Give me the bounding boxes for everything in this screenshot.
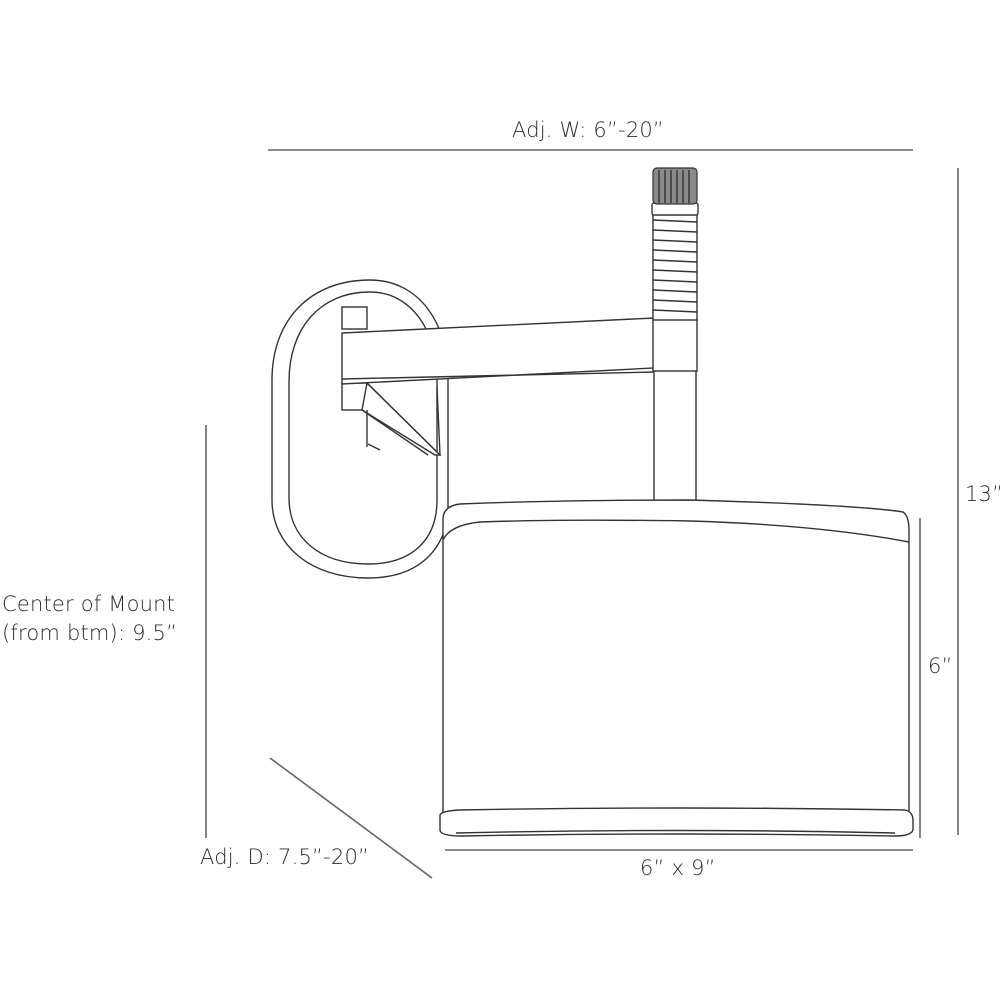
knurled-finial bbox=[652, 167, 698, 205]
depth-label: Adj. D: 7.5”-20” bbox=[200, 845, 370, 869]
coiled-neck bbox=[651, 202, 699, 321]
drum-shade bbox=[439, 499, 914, 837]
mount-center-label-line2: (from btm): 9.5” bbox=[2, 621, 178, 645]
width-label: Adj. W: 6”-20” bbox=[512, 118, 665, 142]
shade-size-label: 6” x 9” bbox=[640, 856, 716, 880]
shade-height-label: 6” bbox=[928, 654, 953, 678]
mount-center-label-line1: Center of Mount bbox=[2, 592, 176, 616]
swing-arm bbox=[341, 317, 655, 385]
height-label: 13” bbox=[965, 482, 1000, 506]
vertical-stem bbox=[652, 317, 698, 503]
depth-dimension-line bbox=[269, 757, 433, 879]
mount-bracket bbox=[341, 306, 442, 456]
